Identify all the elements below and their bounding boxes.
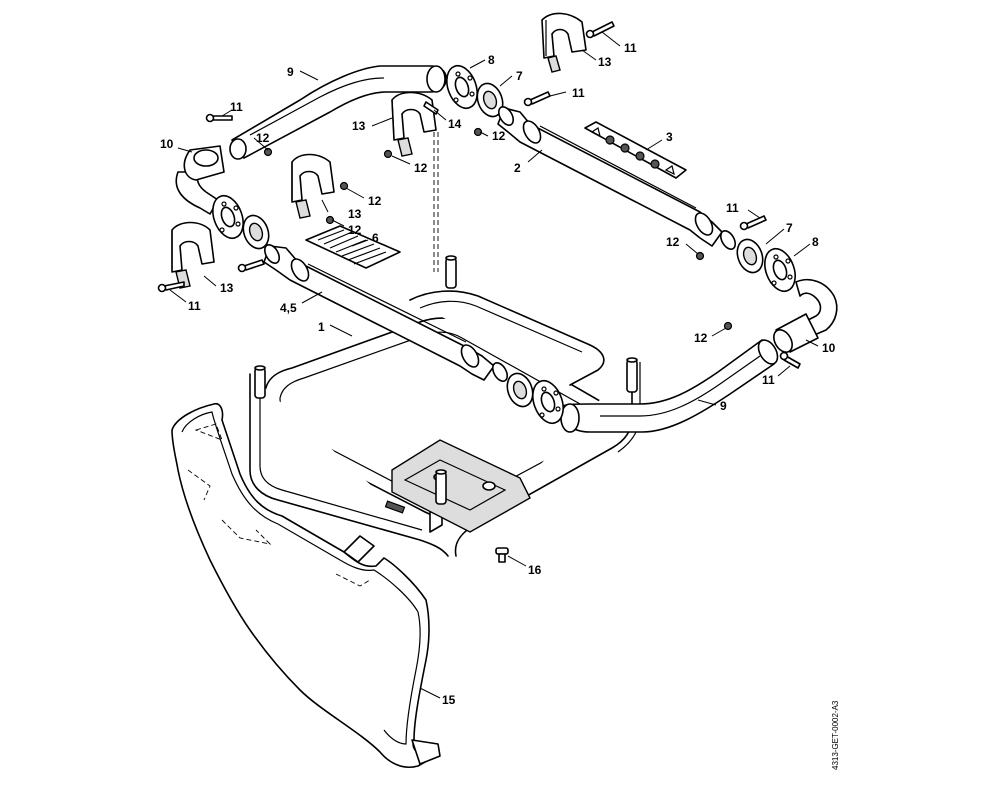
instruction-decal bbox=[305, 225, 401, 269]
callout-11-top: 11 bbox=[624, 41, 637, 55]
clamp-left bbox=[171, 221, 215, 289]
callout-11-left-top: 11 bbox=[230, 100, 243, 114]
bushing-upper-mid bbox=[446, 64, 478, 110]
callout-15: 15 bbox=[442, 693, 456, 707]
bearing-right bbox=[736, 238, 764, 274]
nuts bbox=[263, 127, 733, 331]
clamp-upper-mid bbox=[391, 91, 437, 157]
callout-6: 6 bbox=[372, 231, 379, 245]
callout-8-upper: 8 bbox=[488, 53, 495, 67]
callout-10-right: 10 bbox=[822, 341, 836, 355]
callout-11-right: 11 bbox=[726, 201, 739, 215]
callout-10-left: 10 bbox=[160, 137, 174, 151]
catcher-frame bbox=[249, 255, 641, 557]
callout-13-upper-mid: 13 bbox=[352, 119, 366, 133]
callout-2: 2 bbox=[514, 161, 521, 175]
drawing-reference-code: 4313-GET-0002-A3 bbox=[831, 700, 840, 770]
callout-12-upper-mid: 12 bbox=[492, 129, 506, 143]
axle-tube-right bbox=[497, 106, 737, 250]
screws bbox=[157, 21, 801, 369]
frame-posts bbox=[254, 255, 638, 505]
callout-labels: 9 8 7 11 13 11 11 12 13 14 12 3 10 12 2 … bbox=[160, 41, 836, 707]
bushing-left bbox=[212, 194, 244, 240]
callout-12-left-top: 12 bbox=[256, 131, 270, 145]
callout-12-right: 12 bbox=[666, 235, 680, 249]
bearing-left bbox=[242, 214, 270, 250]
bearing-upper-mid bbox=[476, 82, 504, 118]
grass-bag bbox=[171, 402, 441, 768]
callout-12-center: 12 bbox=[368, 194, 382, 208]
axle-tube-left bbox=[263, 244, 509, 382]
clamp-top-right bbox=[541, 12, 587, 73]
callout-9-lower: 9 bbox=[720, 399, 727, 413]
callout-9-upper: 9 bbox=[287, 65, 294, 79]
bushing-right bbox=[764, 247, 796, 293]
callout-11-right-low: 11 bbox=[762, 373, 775, 387]
clamp-middle bbox=[291, 153, 335, 219]
leader-lines bbox=[169, 31, 819, 699]
bottom-screw bbox=[495, 547, 509, 563]
callout-13-left: 13 bbox=[220, 281, 234, 295]
callout-7-right: 7 bbox=[786, 221, 793, 235]
bearing-lower bbox=[506, 372, 534, 408]
callout-14: 14 bbox=[448, 117, 462, 131]
callout-8-right: 8 bbox=[812, 235, 819, 249]
callout-13-top: 13 bbox=[598, 55, 612, 69]
callout-12-right-low: 12 bbox=[694, 331, 708, 345]
handle-tube-lower bbox=[559, 339, 779, 433]
callout-1: 1 bbox=[318, 320, 325, 334]
callout-12-mid: 12 bbox=[414, 161, 428, 175]
callout-16: 16 bbox=[528, 563, 542, 577]
callout-12-center-low: 12 bbox=[348, 223, 362, 237]
callout-7-upper: 7 bbox=[516, 69, 523, 83]
callout-11-left-bottom: 11 bbox=[188, 299, 201, 313]
callout-13-center: 13 bbox=[348, 207, 362, 221]
callout-11-upper-mid: 11 bbox=[572, 86, 585, 100]
elbow-right bbox=[773, 278, 838, 353]
callout-3: 3 bbox=[666, 130, 673, 144]
bushing-lower bbox=[532, 379, 564, 425]
handle-tube-upper bbox=[229, 65, 448, 160]
warning-decal bbox=[584, 121, 687, 179]
callout-4-5: 4,5 bbox=[280, 301, 297, 315]
